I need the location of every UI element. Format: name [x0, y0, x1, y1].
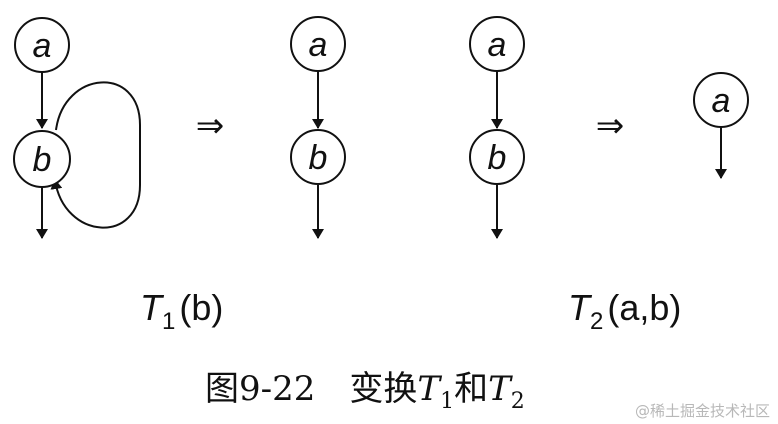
label-t2-sub: 2: [590, 308, 603, 335]
node-g3b: [469, 129, 525, 185]
transform-arrow-1: ⇒: [196, 106, 225, 146]
label-t2-arg: (a,b): [607, 287, 681, 328]
node-g1b: [13, 130, 71, 188]
label-t2: T2(a,b): [568, 287, 681, 335]
caption-t2: T: [488, 369, 513, 409]
graph-4: a: [693, 72, 749, 179]
node-label-g3b: b: [488, 139, 507, 177]
node-label-g1b: b: [33, 141, 52, 179]
watermark: @稀土掘金技术社区: [635, 402, 770, 420]
caption-middle: 变换: [349, 369, 417, 409]
node-g4a: [693, 72, 749, 128]
node-g2b: [290, 129, 346, 185]
caption-sub2: 2: [511, 389, 525, 414]
node-g3a: [469, 16, 525, 72]
caption-prefix: 图9-22: [205, 369, 315, 409]
label-t1: T1(b): [140, 287, 223, 335]
node-label-g3a: a: [488, 26, 507, 64]
node-label-g4a: a: [712, 82, 731, 120]
label-t1-arg: (b): [179, 287, 223, 328]
graph-3: a b: [469, 16, 525, 239]
node-g2a: [290, 16, 346, 72]
caption-sub1: 1: [440, 389, 454, 414]
label-t1-sub: 1: [162, 308, 175, 335]
label-t1-letter: T: [140, 287, 165, 328]
label-t2-letter: T: [568, 287, 593, 328]
transform-arrow-2: ⇒: [596, 106, 625, 146]
graph-2: a b: [290, 16, 346, 239]
caption-t1: T: [417, 369, 442, 409]
node-g1a: [14, 17, 70, 73]
node-label-g2b: b: [309, 139, 328, 177]
node-label-g1a: a: [33, 27, 52, 65]
node-label-g2a: a: [309, 26, 328, 64]
graph-1: a b: [13, 17, 141, 239]
self-loop-g1b: [50, 81, 141, 229]
caption-and: 和: [454, 369, 488, 409]
